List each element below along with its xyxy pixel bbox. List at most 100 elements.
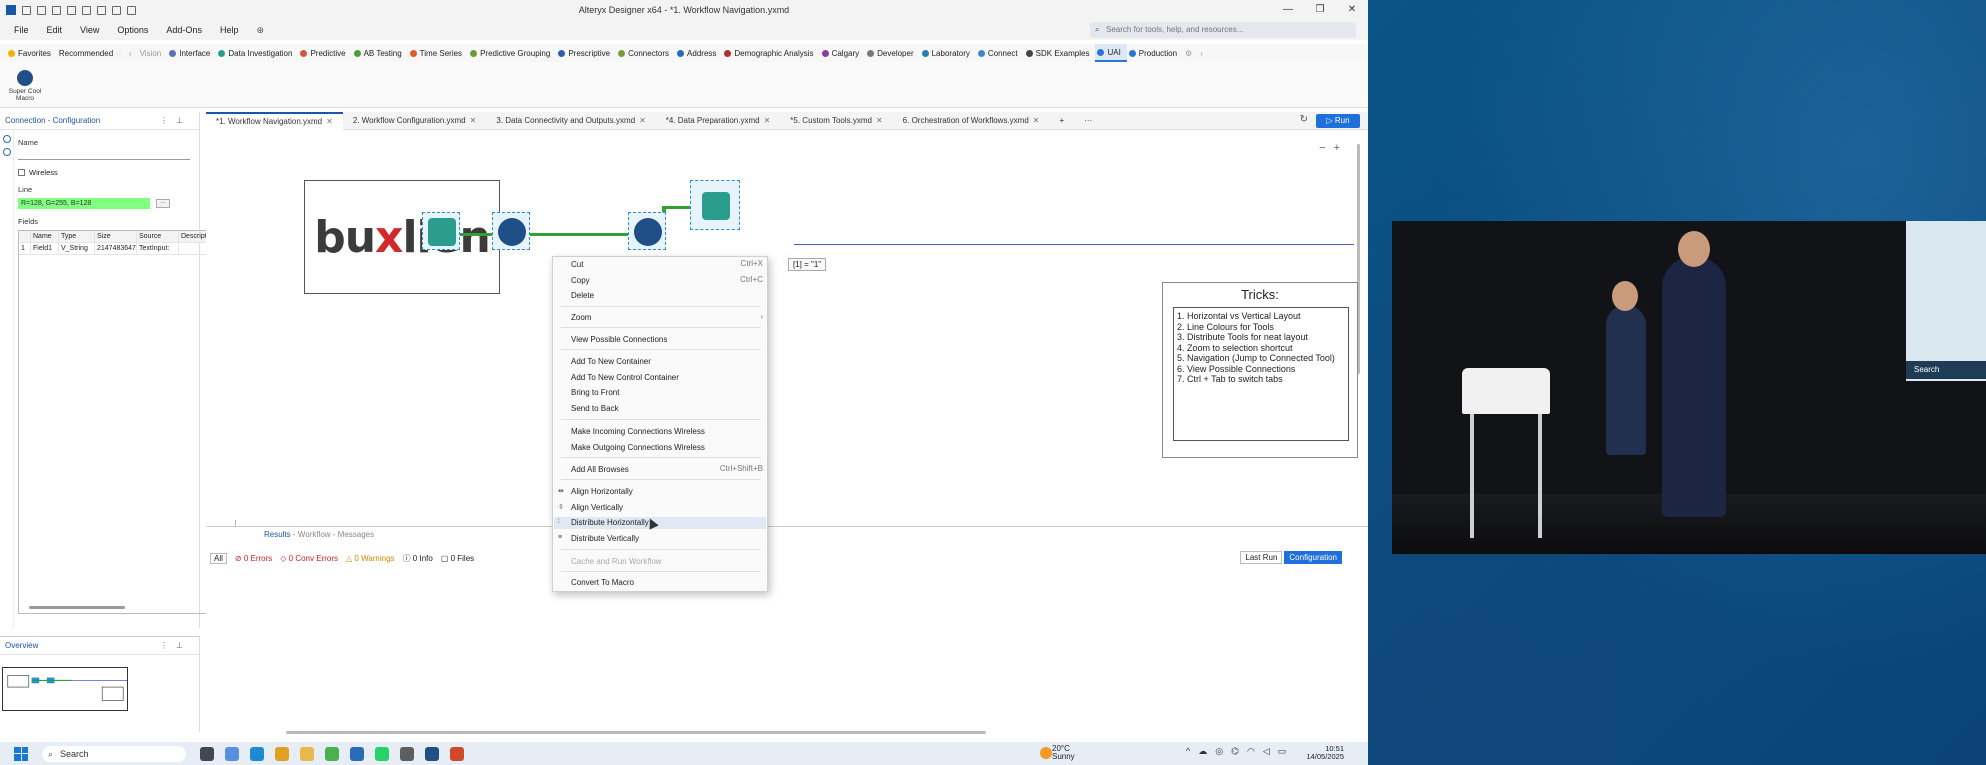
files-filter[interactable]: ▢ 0 Files (440, 553, 475, 563)
tricks-comment-box[interactable]: Tricks: 1. Horizontal vs Vertical Layout… (1162, 282, 1358, 458)
fields-horizontal-scrollbar[interactable] (29, 606, 125, 609)
warnings-filter[interactable]: △ 0 Warnings (346, 553, 395, 563)
menu-item-distribute-horizontally[interactable]: Distribute Horizontally (571, 518, 649, 527)
alteryx-taskbar-icon[interactable] (425, 746, 439, 761)
notepad-icon[interactable] (325, 746, 339, 761)
tab-data-investigation[interactable]: Data Investigation (216, 44, 298, 62)
tab-data-connectivity[interactable]: 3. Data Connectivity and Outputs.yxmd✕ (496, 115, 646, 125)
tab-address[interactable]: Address (675, 44, 722, 62)
overview-minimap[interactable] (2, 667, 128, 711)
conv-errors-filter[interactable]: ◇ 0 Conv Errors (280, 553, 339, 563)
tab-connect[interactable]: Connect (976, 44, 1024, 62)
app-tray-icon[interactable]: ◎ (1215, 746, 1224, 756)
menu-item-distribute-vertically[interactable]: Distribute Vertically (571, 534, 640, 543)
menu-item-align-vertically[interactable]: Align Vertically (571, 503, 624, 512)
browse-tool[interactable] (690, 180, 740, 230)
menu-file[interactable]: File (14, 25, 29, 35)
last-run-button[interactable]: Last Run (1240, 551, 1283, 564)
redo-icon[interactable] (127, 5, 136, 15)
taskbar-search[interactable]: Search (42, 745, 186, 762)
super-cool-macro-tool[interactable]: Super Cool Macro (6, 70, 44, 102)
tab-interface[interactable]: Interface (167, 44, 216, 62)
more-tabs-icon[interactable]: ··· (1084, 115, 1093, 125)
menu-item-add-container[interactable]: Add To New Container (571, 357, 651, 366)
canvas-vertical-scrollbar[interactable] (1357, 144, 1360, 374)
tab-orchestration[interactable]: 6. Orchestration of Workflows.yxmd✕ (902, 115, 1040, 125)
connection-line[interactable] (662, 206, 696, 209)
chevron-up-icon[interactable]: ^ (1186, 746, 1191, 756)
globe-icon[interactable]: ⊕ (256, 24, 265, 35)
connection-line[interactable] (530, 233, 634, 236)
minimize-button[interactable]: — (1283, 4, 1293, 15)
menu-help[interactable]: Help (219, 25, 239, 35)
tab-production[interactable]: Production (1127, 44, 1183, 62)
errors-filter[interactable]: ⊘ 0 Errors (234, 553, 273, 563)
tab-connectors[interactable]: Connectors (616, 44, 675, 62)
copilot-icon[interactable] (225, 746, 239, 761)
tab-workflow-configuration[interactable]: 2. Workflow Configuration.yxmd✕ (352, 115, 477, 125)
save-icon[interactable] (52, 5, 61, 15)
menu-item-add-control-container[interactable]: Add To New Control Container (571, 373, 679, 382)
tab-recommended[interactable]: Recommended◌ (58, 48, 121, 58)
name-field[interactable] (18, 151, 190, 160)
open-file-icon[interactable] (37, 5, 46, 15)
file-explorer-icon[interactable] (300, 746, 314, 761)
global-search-input[interactable]: ⌕ Search for tools, help, and resources.… (1090, 22, 1356, 38)
menu-add-ons[interactable]: Add-Ons (166, 25, 202, 35)
table-cell[interactable]: 2147483647 (95, 243, 137, 255)
workflow-canvas[interactable]: −+ buxlien [1] = "1" Tricks: 1. Horizont… (206, 130, 1362, 520)
pin-icon[interactable]: ⋮⊥ (160, 641, 191, 650)
tab-custom-tools[interactable]: *5. Custom Tools.yxmd✕ (790, 115, 883, 125)
wireless-checkbox[interactable]: Wireless (18, 168, 194, 177)
app-icon[interactable] (400, 746, 414, 761)
connection-line[interactable] (460, 233, 492, 236)
tab-time-series[interactable]: Time Series (408, 44, 468, 62)
tab-demographic-analysis[interactable]: Demographic Analysis (722, 44, 819, 62)
menu-item-delete[interactable]: Delete (571, 291, 595, 300)
table-cell[interactable]: V_String (59, 243, 95, 255)
new-tab-button[interactable]: + (1059, 115, 1065, 125)
tab-developer[interactable]: Developer (865, 44, 919, 62)
menu-item-cut[interactable]: Cut (571, 260, 584, 269)
chrome-icon[interactable] (275, 746, 289, 761)
tab-settings[interactable]: ⚙ (1183, 44, 1198, 62)
close-button[interactable]: ✕ (1347, 4, 1357, 15)
fields-header[interactable]: Name (31, 231, 59, 243)
tab-predictive[interactable]: Predictive (298, 44, 351, 62)
tab-uai[interactable]: UAI (1095, 44, 1127, 62)
history-icon[interactable]: ↻ (1299, 114, 1308, 125)
tab-workflow-navigation[interactable]: *1. Workflow Navigation.yxmd✕ (206, 111, 343, 130)
tab-calgary[interactable]: Calgary (820, 44, 866, 62)
menu-options[interactable]: Options (117, 25, 149, 35)
menu-item-align-horizontally[interactable]: Align Horizontally (571, 487, 633, 496)
menu-item-zoom[interactable]: Zoom (571, 313, 592, 322)
tab-sdk-examples[interactable]: SDK Examples (1024, 44, 1096, 62)
edge-icon[interactable] (250, 746, 264, 761)
buxlien-logo-image[interactable]: buxlien (304, 180, 500, 294)
task-view-icon[interactable] (200, 746, 214, 761)
zoom-controls[interactable]: −+ (1319, 142, 1348, 154)
tab-ab-testing[interactable]: AB Testing (352, 44, 408, 62)
weather-widget[interactable]: 20°C Sunny (1040, 745, 1075, 761)
restore-button[interactable]: ❐ (1315, 4, 1325, 15)
wireless-connection-line[interactable] (794, 244, 1354, 245)
line-colour-value[interactable]: R=128, G=255, B=128 (18, 198, 150, 209)
menu-item-convert-to-macro[interactable]: Convert To Macro (571, 578, 634, 587)
run-button[interactable]: ▷ Run (1316, 114, 1360, 128)
battery-icon[interactable]: ▭ (1277, 746, 1287, 756)
table-cell[interactable]: TextInput: (137, 243, 179, 255)
colour-picker-button[interactable]: ··· (156, 199, 170, 208)
cut-icon[interactable] (67, 5, 76, 15)
onedrive-icon[interactable]: ☁ (1198, 746, 1208, 756)
menu-view[interactable]: View (80, 25, 100, 35)
menu-item-add-all-browses[interactable]: Add All Browses (571, 465, 629, 474)
filter-all-button[interactable]: All (210, 552, 227, 564)
info-icon[interactable] (3, 148, 11, 156)
menu-item-outgoing-wireless[interactable]: Make Outgoing Connections Wireless (571, 443, 705, 452)
input-data-tool[interactable] (422, 212, 460, 250)
configuration-button[interactable]: Configuration (1284, 551, 1342, 564)
undo-icon[interactable] (112, 5, 121, 15)
windows-start-icon[interactable] (14, 746, 28, 761)
menu-item-view-possible-connections[interactable]: View Possible Connections (571, 335, 668, 344)
filter-tool[interactable] (628, 212, 666, 250)
